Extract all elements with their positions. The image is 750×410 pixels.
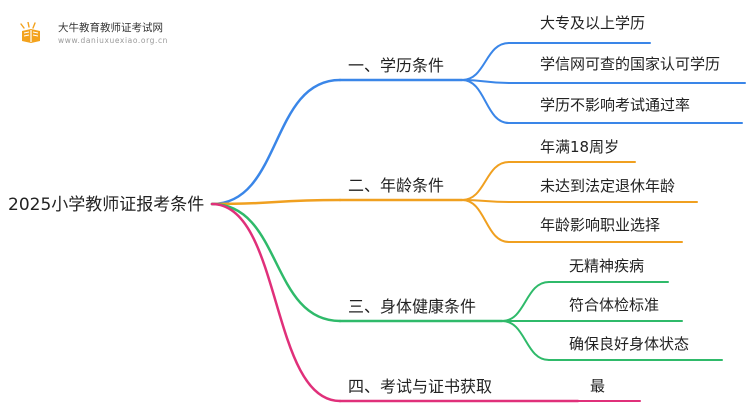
site-logo: 大牛教育教师证考试网 www.daniuxuexiao.org.cn [14,12,214,52]
leaf-age-2: 未达到法定退休年龄 [540,177,676,195]
connector-age-to-leaf-3 [461,199,510,243]
connector-root-to-education [210,78,342,206]
leaf-health-2: 符合体检标准 [569,296,660,314]
leaf-education-1: 大专及以上学历 [540,14,646,32]
leaf-education-2: 学信网可查的国家认可学历 [540,55,721,73]
connector-education-to-leaf-3 [461,79,510,124]
branch-education: 一、学历条件 [348,56,445,75]
leaf-age-1: 年满18周岁 [540,138,620,156]
branch-exam-certificate: 四、考试与证书获取 [348,377,493,396]
connector-root-to-age [210,198,342,206]
leaf-age-3: 年龄影响职业选择 [540,216,661,234]
connector-education-to-leaf-1 [461,42,510,81]
leaf-health-1: 无精神疾病 [569,257,645,275]
leaf-exam-1: 最 [590,377,606,395]
connector-root-to-exam [210,202,342,403]
connector-root-to-health [210,202,342,323]
site-name: 大牛教育教师证考试网 [58,22,163,34]
leaf-health-3: 确保良好身体状态 [569,335,690,353]
root-topic: 2025小学教师证报考条件 [8,195,205,215]
book-logo-icon [20,22,40,43]
site-url: www.daniuxuexiao.org.cn [58,36,169,45]
connector-health-to-leaf-3 [501,320,550,361]
connector-health-to-leaf-1 [501,281,550,322]
branch-age: 二、年龄条件 [348,176,445,195]
leaf-education-3: 学历不影响考试通过率 [540,96,691,114]
branch-health: 三、身体健康条件 [348,297,477,316]
connector-age-to-leaf-1 [461,161,510,201]
